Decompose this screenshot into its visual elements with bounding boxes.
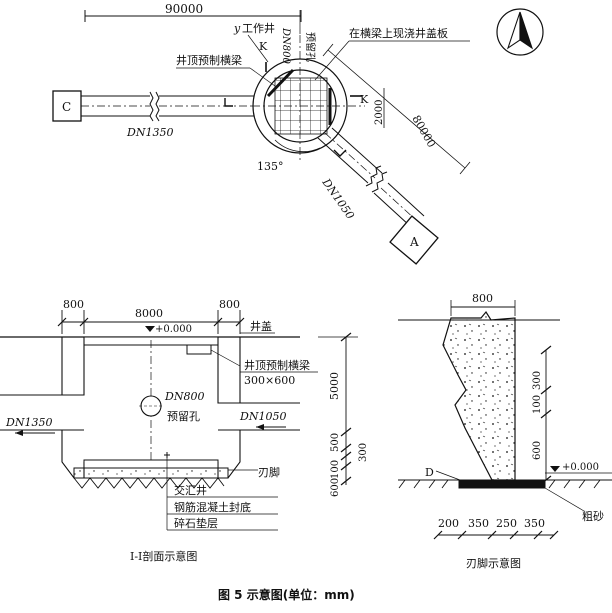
- leader-line: [247, 34, 269, 63]
- k-label-top: K: [259, 40, 268, 53]
- precast-beam: [266, 68, 295, 98]
- dim-100-edge: 100: [532, 395, 543, 414]
- d-label: D: [425, 466, 434, 479]
- dim-2000: 2000: [374, 100, 385, 125]
- shaft-label: 工作井: [242, 21, 275, 35]
- pipe-dn1350-section: [0, 394, 84, 436]
- well-c-label: C: [62, 100, 71, 114]
- dim-100-section: 100: [330, 460, 341, 479]
- pipe-right-label: DN1050: [239, 410, 286, 423]
- pipe-dn1350-plan: [81, 91, 262, 122]
- dim-500: 500: [330, 433, 341, 452]
- reserved-hole-section-label: 预留孔: [167, 410, 200, 423]
- section-view: 800 8000 800 +0.000 井盖 井顶预制横梁 300×600 DN…: [0, 298, 369, 563]
- level-mark-icon: [145, 326, 155, 332]
- precast-beam-label: 井顶预制横梁: [244, 358, 310, 372]
- well-c: [52, 90, 82, 122]
- dim-8000: 8000: [135, 307, 163, 320]
- leader-line: [314, 40, 350, 81]
- leader-line: [249, 67, 276, 87]
- dim-200: 200: [438, 517, 459, 530]
- dn800-section-label: DN800: [164, 390, 204, 403]
- pipe-left-label: DN1350: [5, 416, 52, 429]
- cushion-block: [458, 479, 546, 489]
- cutting-edge-detail: 800 D +0.000 300 100 600 粗砂 200 350 250 …: [398, 292, 612, 570]
- coarse-sand-label: 粗砂: [582, 510, 604, 523]
- floor-slab: [83, 459, 219, 469]
- dim-5000: 5000: [328, 372, 341, 400]
- section-title: Ⅰ-Ⅰ剖面示意图: [130, 549, 197, 563]
- precast-beam-section: [186, 344, 212, 355]
- angle-arc: [274, 139, 321, 153]
- dim-800-right: 800: [219, 298, 240, 311]
- angle-135: 135°: [257, 160, 284, 173]
- k-label-right: K: [360, 93, 369, 106]
- precast-beam-plan-label: 井顶预制横梁: [176, 53, 242, 67]
- edge-title: 刃脚示意图: [466, 556, 521, 570]
- dim-line-80000: [327, 49, 466, 169]
- reserved-hole-plan-label: 预留孔: [304, 32, 317, 62]
- dim-300-section: 300: [358, 443, 369, 462]
- level-mark-icon: [550, 466, 560, 472]
- gravel-cushion: [73, 477, 225, 489]
- dim-600-section: 600: [330, 478, 341, 497]
- dim-800-edge: 800: [472, 292, 493, 305]
- beam-size-label: 300×600: [244, 374, 295, 387]
- dim-300-edge: 300: [532, 371, 543, 390]
- gravel-label: 碎石垫层: [174, 516, 218, 530]
- y-axis-label: y: [233, 22, 241, 35]
- well-a-label: A: [409, 235, 419, 249]
- well-cover-label: 井盖: [250, 319, 272, 333]
- cutting-edge-label: 刃脚: [258, 465, 280, 479]
- dim-350-a: 350: [468, 517, 489, 530]
- junction-well-label: 交汇井: [174, 483, 207, 497]
- dn800-plan-label: DN800: [280, 27, 291, 64]
- plan-view: 90000 C DN1350 K K: [52, 2, 544, 265]
- well-a: [389, 215, 439, 265]
- pipe-dn1050-plan: [317, 127, 425, 227]
- dim-800-left: 800: [63, 298, 84, 311]
- pipe-dn1050-section: [218, 402, 300, 431]
- cutting-edge-concrete: [442, 310, 516, 481]
- pipe-dn1050-label: DN1050: [319, 175, 357, 221]
- dim-80000: 80000: [409, 113, 438, 150]
- rc-seal-label: 钢筋混凝土封底: [174, 500, 251, 514]
- dim-350-b: 350: [524, 517, 545, 530]
- rc-seal-bottom: [73, 467, 229, 479]
- level-0: +0.000: [155, 324, 192, 335]
- cast-cover-label: 在横梁上现浇井盖板: [349, 26, 448, 40]
- dim-250: 250: [496, 517, 517, 530]
- pipe-dn1350-label: DN1350: [126, 126, 173, 139]
- north-arrow-icon: [496, 8, 544, 56]
- dim-600-edge: 600: [532, 441, 543, 460]
- figure-caption: 图 5 示意图(单位：mm): [218, 587, 355, 602]
- edge-level-0: +0.000: [562, 462, 599, 473]
- dim-90000: 90000: [165, 2, 203, 16]
